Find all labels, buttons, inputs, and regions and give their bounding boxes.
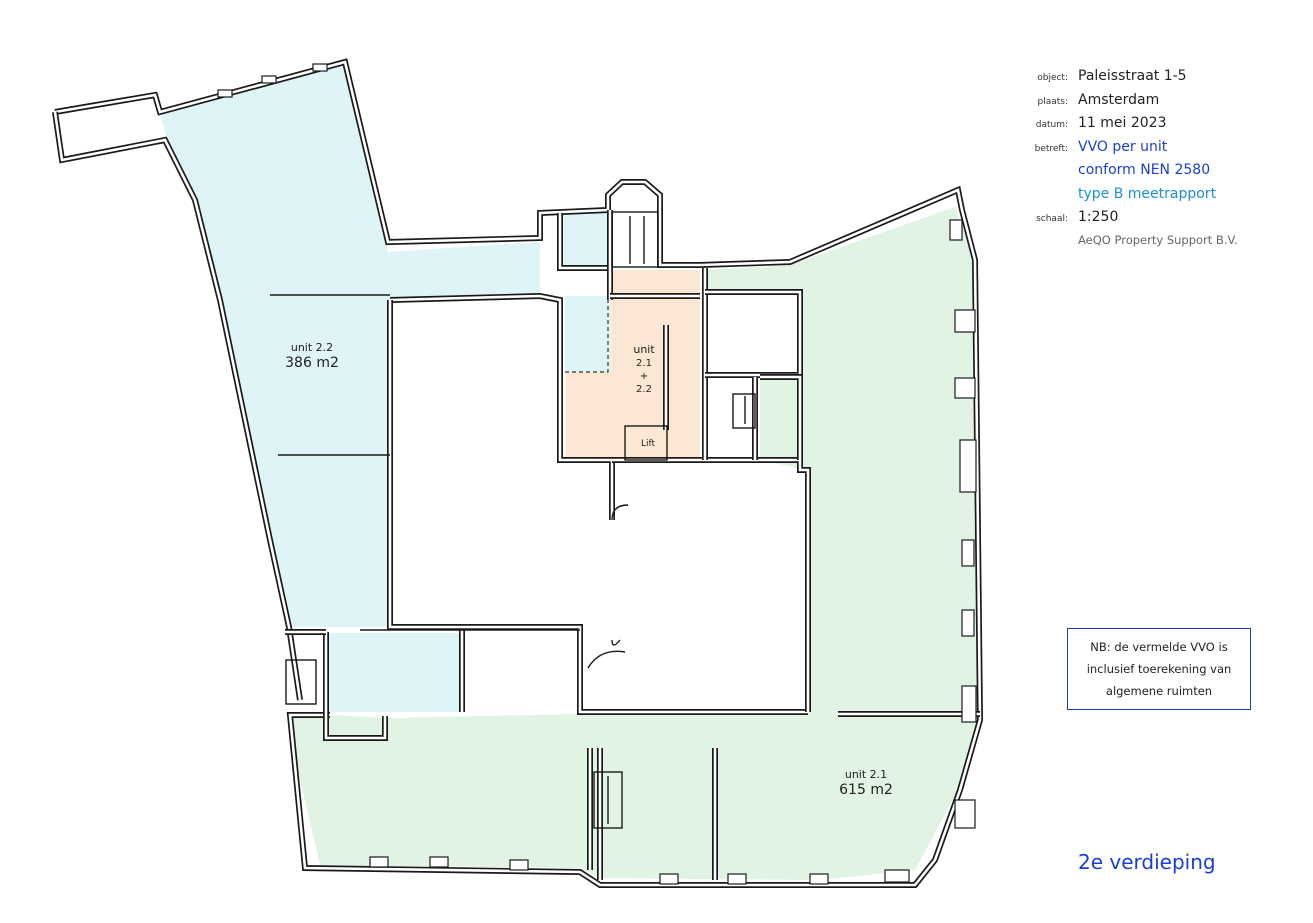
note-line-2: inclusief toerekening van [1086, 662, 1232, 676]
object-key: object: [1037, 73, 1068, 83]
floor-label: 2e verdieping [1078, 850, 1216, 874]
shared-plus: + [640, 371, 648, 382]
shared-unit-number-2: 2.2 [636, 384, 652, 395]
object-value: Paleisstraat 1-5 [1078, 68, 1187, 84]
unit-2-2-name: unit 2.2 [291, 341, 333, 354]
lift-label: Lift [641, 439, 656, 449]
datum-key: datum: [1035, 120, 1068, 130]
betreft-line-2: conform NEN 2580 [1078, 162, 1211, 178]
shared-unit-label: unit [633, 343, 655, 356]
walls [52, 58, 984, 888]
unit-2-1-area [290, 207, 980, 880]
unit-2-2-area [160, 62, 610, 712]
interior-voids [390, 295, 800, 710]
unit-2-1-area-label: 615 m2 [839, 782, 893, 798]
datum-value: 11 mei 2023 [1078, 115, 1167, 131]
company-name: AeQO Property Support B.V. [1078, 232, 1238, 247]
plaats-key: plaats: [1037, 96, 1069, 107]
schaal-key: schaal: [1036, 214, 1068, 224]
partitions [270, 211, 756, 829]
betreft-line-3: type B meetrapport [1078, 185, 1217, 202]
betreft-key: betreft: [1034, 143, 1068, 154]
note-line-1: NB: de vermelde VVO is [1090, 640, 1228, 654]
schaal-value: 1:250 [1078, 209, 1119, 225]
betreft-line-1: VVO per unit [1078, 138, 1168, 155]
plaats-value: Amsterdam [1078, 91, 1160, 108]
shared-unit-number-1: 2.1 [636, 358, 652, 369]
window-markers [217, 63, 977, 885]
note-box: NB: de vermelde VVO is inclusief toereke… [1067, 628, 1251, 710]
title-block: object: Paleisstraat 1-5 plaats: Amsterdam… [1000, 68, 1300, 256]
unit-2-2-area-label: 386 m2 [285, 355, 339, 371]
unit-2-1-name: unit 2.1 [845, 768, 887, 781]
note-line-3: algemene ruimten [1105, 684, 1213, 698]
